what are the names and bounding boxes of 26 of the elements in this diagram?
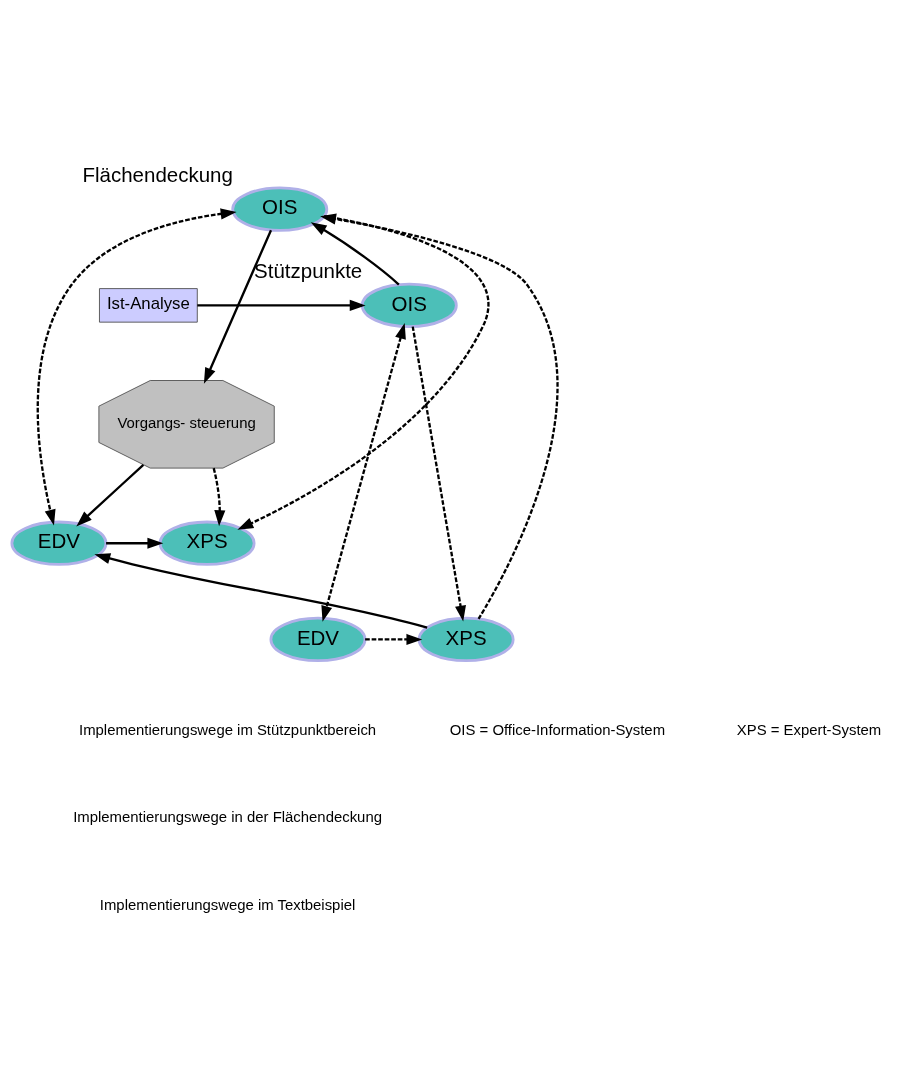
label: XPS = Expert-System	[736, 721, 882, 738]
arrow	[106, 537, 164, 549]
node-ellipse: EDV	[10, 520, 108, 566]
node-ellipse: OIS	[231, 186, 329, 232]
node-box: Ist-Analyse	[99, 288, 198, 323]
arrow	[411, 326, 466, 622]
arrow	[310, 222, 400, 286]
legend-label: Implementierungswege im Stützpunktbereich	[79, 721, 377, 738]
arrow	[76, 464, 145, 527]
arrow	[36, 208, 237, 526]
arrow	[203, 229, 273, 384]
node-ellipse: OIS	[360, 282, 458, 328]
node-label: Flächendeckung	[82, 163, 233, 187]
node-ellipse: XPS	[417, 616, 515, 663]
node-label: Stützpunkte	[254, 259, 363, 283]
legend-label: Implementierungswege im Textbeispiel	[99, 897, 356, 914]
arrow	[94, 553, 428, 629]
label: OIS = Office-Information-System	[449, 721, 666, 738]
arrow	[197, 299, 366, 311]
arrow	[212, 467, 226, 527]
arrow	[237, 215, 490, 530]
arrow	[320, 213, 559, 620]
arrow	[365, 633, 423, 645]
arrow	[321, 322, 406, 622]
node-ellipse: EDV	[269, 616, 367, 663]
legend-label: Implementierungswege in der Flächendeckung	[73, 809, 382, 826]
